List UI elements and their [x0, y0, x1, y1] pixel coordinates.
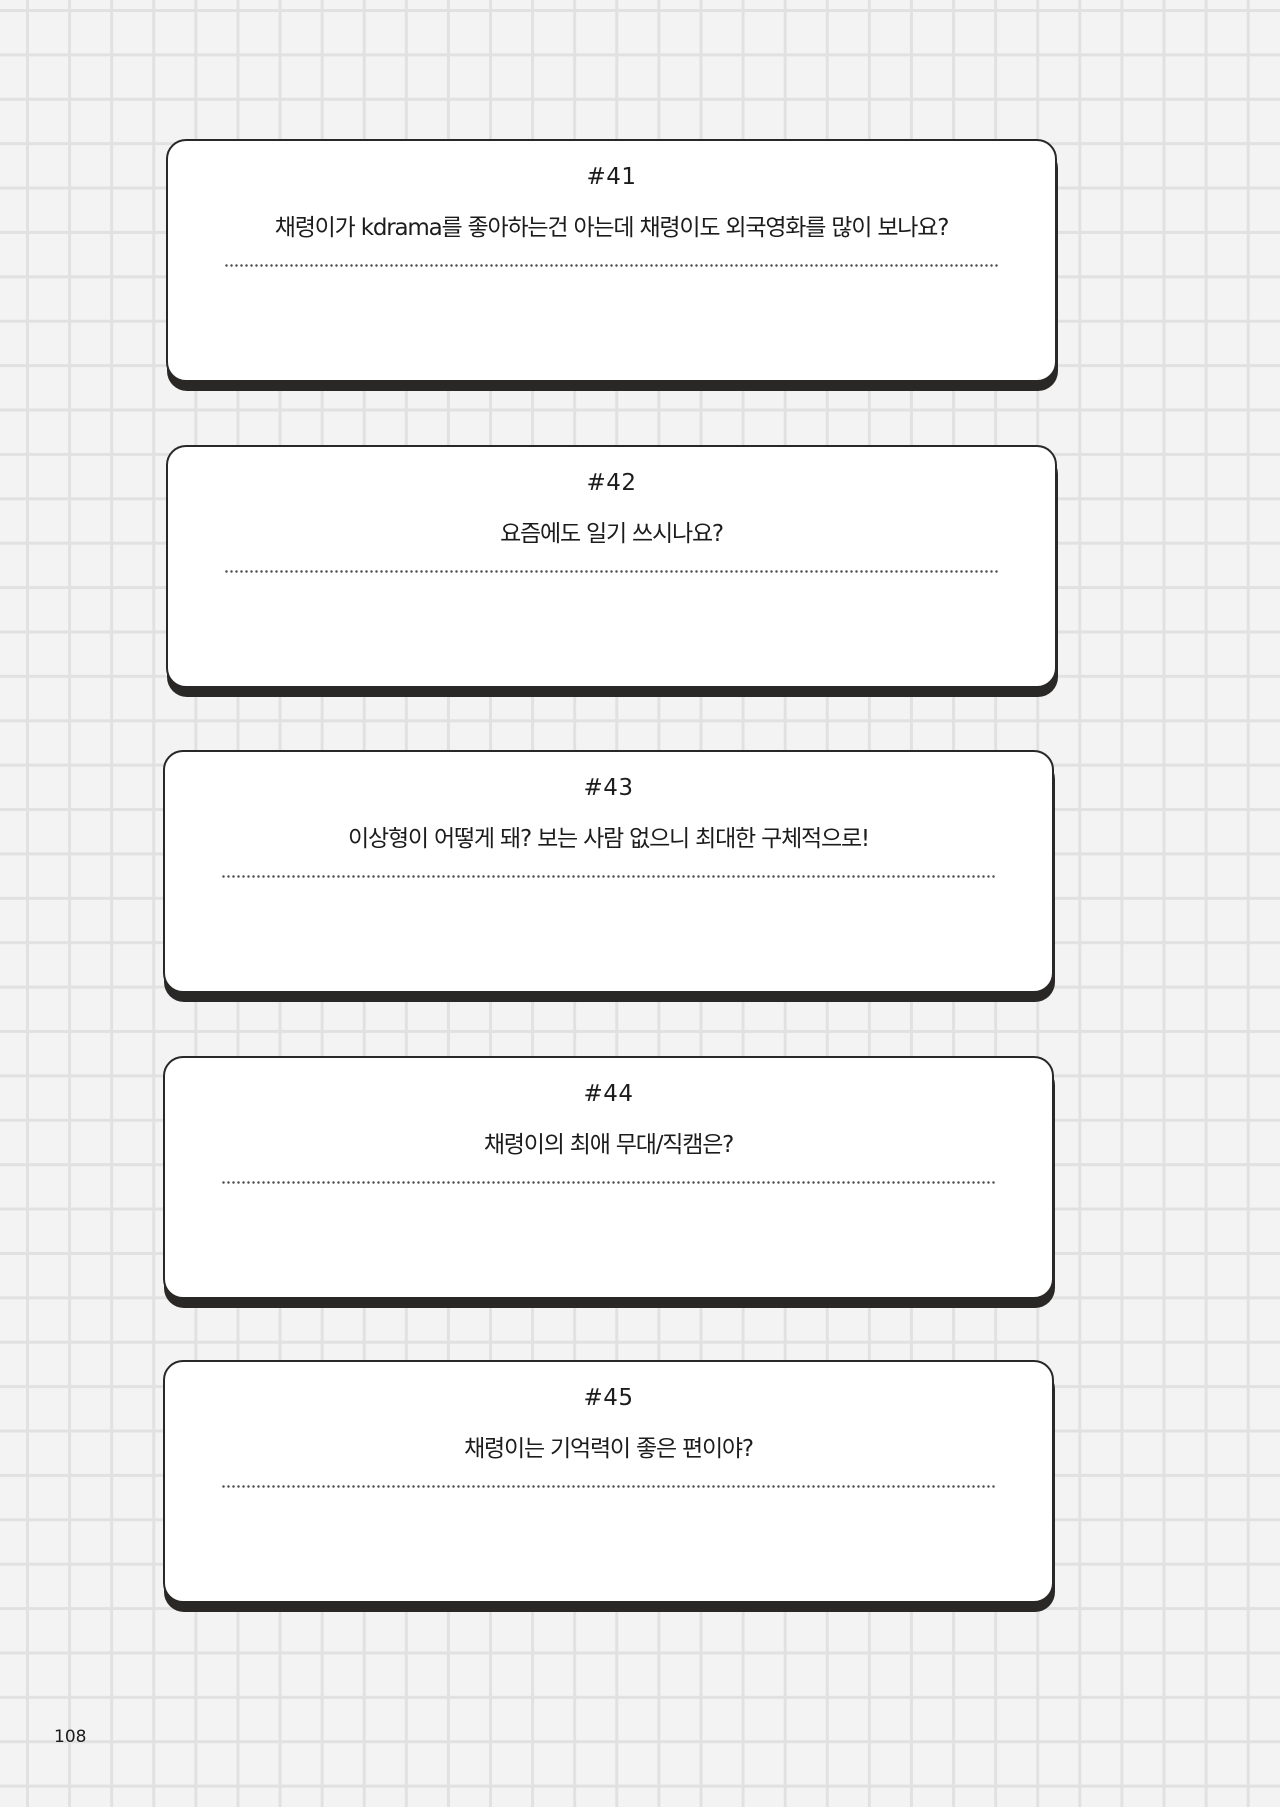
dotted-divider: [224, 570, 999, 573]
question-number: #41: [586, 164, 637, 190]
question-text: 이상형이 어떻게 돼? 보는 사람 없으니 최대한 구체적으로!: [348, 826, 870, 852]
question-card-41: #41 채령이가 kdrama를 좋아하는건 아는데 채령이도 외국영화를 많이…: [166, 139, 1057, 382]
answer-area[interactable]: [185, 1494, 1032, 1587]
dotted-divider: [224, 264, 999, 267]
question-number: #42: [586, 470, 637, 496]
question-text: 채령이의 최애 무대/직캠은?: [483, 1132, 735, 1158]
question-text: 채령이는 기억력이 좋은 편이야?: [464, 1436, 754, 1462]
answer-area[interactable]: [185, 884, 1032, 977]
dotted-divider: [221, 1485, 996, 1488]
question-number: #43: [583, 775, 634, 801]
answer-area[interactable]: [185, 1190, 1032, 1283]
question-text: 요즘에도 일기 쓰시나요?: [500, 521, 724, 547]
question-text: 채령이가 kdrama를 좋아하는건 아는데 채령이도 외국영화를 많이 보나요…: [274, 215, 950, 241]
answer-area[interactable]: [188, 579, 1035, 672]
question-number: #44: [583, 1081, 634, 1107]
question-number: #45: [583, 1385, 634, 1411]
page-number: 108: [54, 1727, 87, 1747]
dotted-divider: [221, 1181, 996, 1184]
question-card-43: #43 이상형이 어떻게 돼? 보는 사람 없으니 최대한 구체적으로!: [163, 750, 1054, 993]
question-card-42: #42 요즘에도 일기 쓰시나요?: [166, 445, 1057, 688]
question-card-45: #45 채령이는 기억력이 좋은 편이야?: [163, 1360, 1054, 1603]
answer-area[interactable]: [188, 273, 1035, 366]
dotted-divider: [221, 875, 996, 878]
question-card-44: #44 채령이의 최애 무대/직캠은?: [163, 1056, 1054, 1299]
